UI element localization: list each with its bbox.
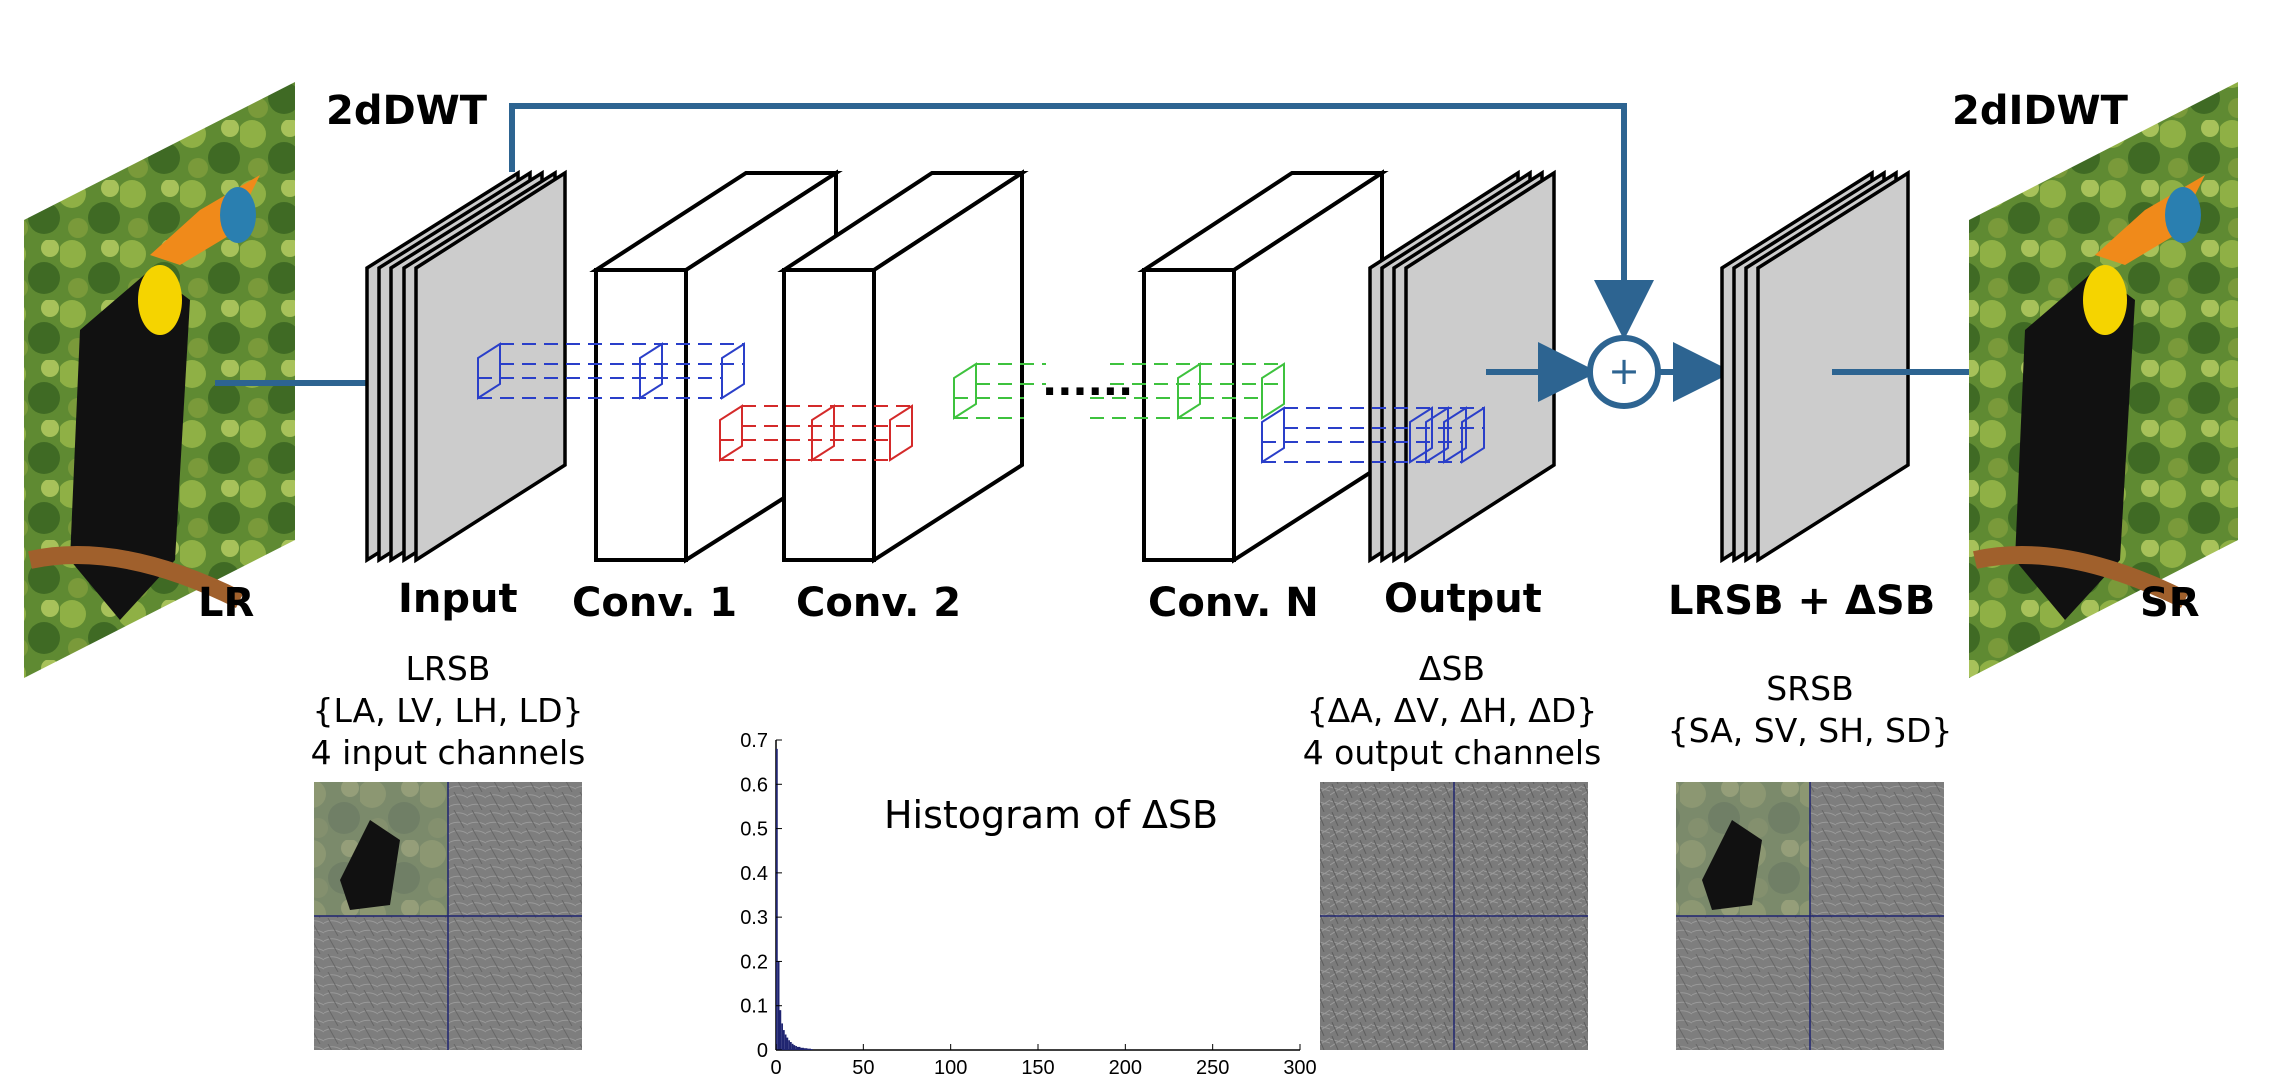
- histogram-bar: [782, 1030, 785, 1050]
- adder-node: +: [1587, 335, 1661, 409]
- histogram-bar: [776, 748, 778, 1050]
- histogram-y-tick-label: 0.1: [740, 996, 768, 1018]
- histogram-x-tick-label: 300: [1283, 1057, 1316, 1079]
- ellipsis-label: ......: [1042, 359, 1133, 405]
- lrsb-subbands: [314, 782, 582, 1050]
- output-label: Output: [1384, 576, 1542, 622]
- histogram-bar: [810, 1049, 813, 1050]
- histogram-bar: [796, 1046, 801, 1050]
- dsb-caption-line1: ΔSB: [1419, 649, 1485, 688]
- plus-symbol: +: [1608, 349, 1640, 393]
- histogram-y-tick-label: 0.7: [740, 730, 768, 752]
- green-kernel: [953, 362, 1285, 420]
- dsb-subbands: [1320, 782, 1588, 1050]
- srsb-caption-line1: SRSB: [1766, 669, 1853, 708]
- toucan-body-sr: [2015, 270, 2135, 620]
- conv2-label: Conv. 2: [796, 580, 961, 626]
- histogram-bar: [803, 1048, 808, 1050]
- histogram-x-tick-label: 0: [770, 1057, 781, 1079]
- histogram-x-tick-label: 150: [1021, 1057, 1054, 1079]
- conv1-label: Conv. 1: [572, 580, 737, 626]
- dsb-caption-line2: {ΔA, ΔV, ΔH, ΔD}: [1307, 691, 1598, 730]
- histogram-bar: [786, 1037, 789, 1050]
- histogram-y-tick-label: 0.2: [740, 951, 768, 973]
- histogram-y-tick-label: 0.6: [740, 774, 768, 796]
- lrsb-caption-line2: {LA, LV, LH, LD}: [313, 691, 584, 730]
- histogram-y-tick-label: 0.4: [740, 863, 768, 885]
- toucan-body: [70, 270, 190, 620]
- histogram-title: Histogram of ΔSB: [884, 793, 1218, 837]
- blue-kernel-2: [1261, 406, 1485, 464]
- histogram-bar: [788, 1040, 790, 1050]
- input-label: Input: [398, 576, 518, 622]
- dwt-label: 2dDWT: [326, 88, 488, 134]
- dsb-caption-line3: 4 output channels: [1303, 733, 1602, 772]
- convN-block: [1137, 169, 1389, 564]
- histogram-bar: [793, 1045, 796, 1050]
- srsb-caption-line2: {SA, SV, SH, SD}: [1668, 711, 1953, 750]
- srsb-subbands: [1676, 782, 1944, 1050]
- output-layer-stack: [1368, 169, 1556, 564]
- histogram-bar: [789, 1042, 792, 1050]
- histogram-bar: [807, 1048, 811, 1050]
- histogram-chart: 0 50 100 150 200 250 300 0 0.1 0.2 0.3 0.4 0.5 0.6 0.…: [740, 730, 1317, 1079]
- lrsb-caption-line1: LRSB: [406, 649, 491, 688]
- skip-connection-arrow: [509, 103, 1654, 340]
- conv2-block: [777, 169, 1029, 564]
- srsb-caption: SRSB {SA, SV, SH, SD}: [1668, 669, 1953, 750]
- histogram-x-tick-label: 50: [852, 1057, 874, 1079]
- histogram-y-tick-label: 0.5: [740, 819, 768, 841]
- sr-label: SR: [2140, 580, 2200, 626]
- lr-image: [24, 82, 295, 678]
- histogram-bar: [800, 1047, 804, 1050]
- lrsb-caption-line3: 4 input channels: [311, 733, 586, 772]
- histogram-y-tick-label: 0: [757, 1040, 768, 1062]
- sr-image: [1969, 82, 2238, 678]
- histogram-bar: [781, 1023, 783, 1050]
- lrsb-caption: LRSB {LA, LV, LH, LD} 4 input channels: [311, 649, 586, 772]
- red-kernel: [719, 404, 913, 462]
- histogram-x-tick-label: 200: [1109, 1057, 1142, 1079]
- histogram-x-tick-label: 100: [934, 1057, 967, 1079]
- histogram-bar: [779, 1010, 782, 1050]
- histogram-bar: [784, 1034, 787, 1050]
- dsb-caption: ΔSB {ΔA, ΔV, ΔH, ΔD} 4 output channels: [1303, 649, 1602, 772]
- histogram-y-ticks: 0 0.1 0.2 0.3 0.4 0.5 0.6 0.7: [740, 730, 782, 1062]
- idwt-label: 2dIDWT: [1952, 88, 2129, 134]
- histogram-x-ticks: 0 50 100 150 200 250 300: [770, 1044, 1317, 1079]
- histogram-bar: [795, 1046, 797, 1050]
- sum-layer-stack: [1720, 169, 1910, 564]
- input-layer-stack: [365, 169, 567, 564]
- histogram-x-tick-label: 250: [1196, 1057, 1229, 1079]
- histogram-y-tick-label: 0.3: [740, 907, 768, 929]
- histogram-bars: [776, 748, 813, 1050]
- lr-label: LR: [198, 580, 254, 626]
- histogram-bar: [791, 1043, 794, 1050]
- sum-label: LRSB + ΔSB: [1668, 578, 1935, 624]
- blue-kernel-1: [477, 342, 745, 400]
- convN-label: Conv. N: [1148, 580, 1319, 626]
